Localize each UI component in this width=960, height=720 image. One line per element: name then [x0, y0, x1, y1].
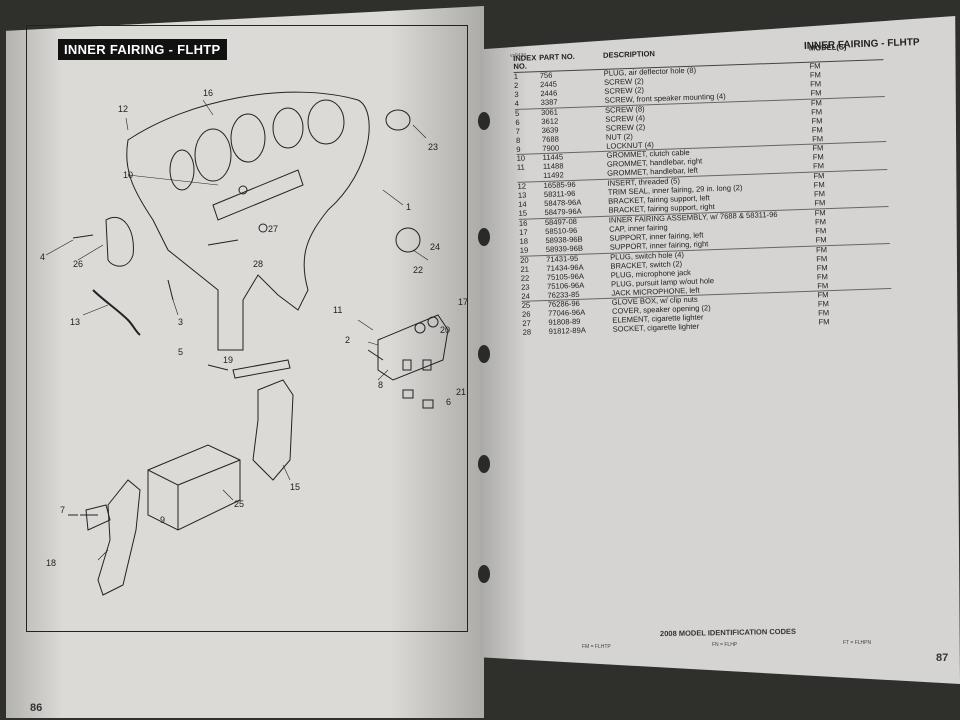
- left-page-title: INNER FAIRING - FLHTP: [58, 39, 227, 60]
- callout-number: 10: [123, 170, 133, 180]
- doc-id: vs0439: [510, 53, 527, 59]
- binder-hole: [478, 455, 490, 473]
- callout-labels: 16 12 23 10 1 4 26 28 27 24 22 13 3 11 2 17 5 19 8 20 21 6 15 2…: [40, 88, 468, 568]
- model-code: FN = FLHP: [712, 642, 738, 648]
- callout-number: 17: [458, 297, 468, 307]
- callout-number: 12: [118, 104, 128, 114]
- binder-hole: [478, 345, 490, 363]
- exploded-parts-diagram: 16 12 23 10 1 4 26 28 27 24 22 13 3 11 2 17 5 19 8 20 21 6 15 2…: [40, 88, 468, 596]
- left-page-number: 86: [30, 702, 43, 714]
- col-part: PART NO.: [538, 51, 575, 63]
- model-code: FT = FLHPN: [843, 640, 872, 646]
- index-cell: 9: [516, 144, 521, 154]
- callout-number: 24: [430, 242, 440, 252]
- left-page: [6, 6, 484, 718]
- callout-number: 19: [223, 355, 233, 365]
- binder-hole: [478, 112, 490, 130]
- callout-number: 7: [60, 505, 65, 515]
- index-cell: 24: [521, 291, 531, 301]
- callout-number: 16: [203, 88, 213, 98]
- callout-number: 1: [406, 202, 411, 212]
- index-cell: 19: [519, 245, 529, 255]
- speaker-cover: [105, 217, 134, 267]
- diagram-frame: [26, 25, 468, 632]
- glove-box: [147, 444, 241, 531]
- callout-number: 18: [46, 558, 56, 568]
- callout-number: 23: [428, 142, 438, 152]
- callout-number: 5: [178, 347, 183, 357]
- callout-number: 9: [160, 515, 165, 525]
- callout-number: 13: [70, 317, 80, 327]
- callout-number: 6: [446, 397, 451, 407]
- callout-number: 8: [378, 380, 383, 390]
- binder-hole: [478, 228, 490, 246]
- index-cell: 15: [518, 208, 528, 218]
- callout-number: 25: [234, 499, 244, 509]
- callout-number: 28: [253, 259, 263, 269]
- right-page-number: 87: [936, 652, 949, 664]
- right-page: INNER FAIRING - FLHTP vs0439: [480, 16, 960, 684]
- callout-number: 22: [413, 265, 423, 275]
- callout-number: 3: [178, 317, 183, 327]
- callout-number: 27: [268, 224, 278, 234]
- col-index: INDEX NO.: [512, 53, 537, 71]
- callout-number: 15: [290, 482, 300, 492]
- callout-number: 11: [333, 305, 342, 315]
- index-cell: 4: [514, 98, 520, 108]
- binder-hole: [478, 565, 490, 583]
- parts-table: INDEX NO. PART NO. DESCRIPTION MODEL(S) …: [513, 42, 893, 338]
- col-models: MODEL(S): [808, 42, 847, 53]
- trim-seal: [92, 289, 141, 336]
- callout-number: 26: [73, 259, 83, 269]
- callout-number: 2: [345, 335, 350, 345]
- index-cell: [517, 172, 543, 182]
- callout-number: 20: [440, 325, 450, 335]
- index-cell: 28: [522, 327, 532, 338]
- inner-fairing-shape: [126, 91, 370, 351]
- callout-number: 21: [456, 387, 466, 397]
- callout-number: 4: [40, 252, 45, 262]
- model-code: FM = FLHTP: [582, 644, 611, 650]
- inner-fairing-cap: [377, 314, 449, 381]
